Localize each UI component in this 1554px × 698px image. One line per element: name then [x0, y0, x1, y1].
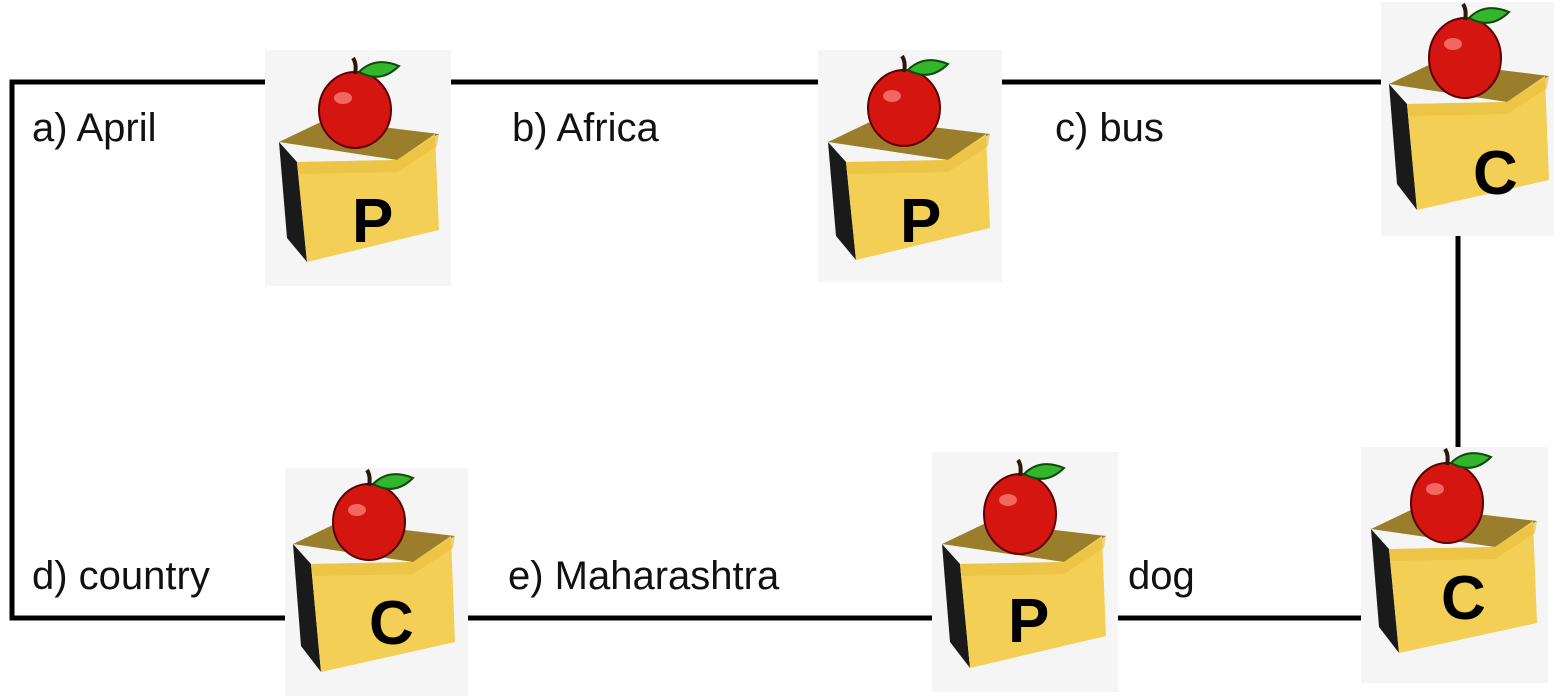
box-letter: P [900, 187, 941, 256]
box-letter: C [369, 589, 414, 658]
apple-box-icon: P [828, 54, 990, 260]
label-dog: dog [1128, 554, 1195, 598]
apple-box-icon: C [1389, 2, 1549, 210]
box-letter: P [352, 187, 393, 256]
apple-box-1: P [265, 50, 451, 286]
apple-box-6: C [1361, 447, 1548, 683]
box-letter: P [1008, 587, 1049, 656]
box-letter: C [1473, 139, 1518, 208]
apple-box-4: C [285, 468, 468, 696]
apple-box-3: C [1381, 2, 1554, 236]
apple-box-icon: C [293, 468, 455, 672]
label-c: c) bus [1055, 106, 1164, 150]
apple-box-2: P [818, 50, 1002, 282]
label-e: e) Maharashtra [508, 554, 780, 598]
box-letter: C [1441, 564, 1486, 633]
label-b: b) Africa [512, 106, 659, 150]
apple-box-5: P [932, 452, 1118, 692]
label-d: d) country [32, 554, 210, 598]
label-a: a) April [32, 106, 157, 150]
apple-box-icon: C [1371, 447, 1537, 653]
apple-box-icon: P [942, 458, 1106, 668]
apple-box-icon: P [279, 56, 439, 262]
